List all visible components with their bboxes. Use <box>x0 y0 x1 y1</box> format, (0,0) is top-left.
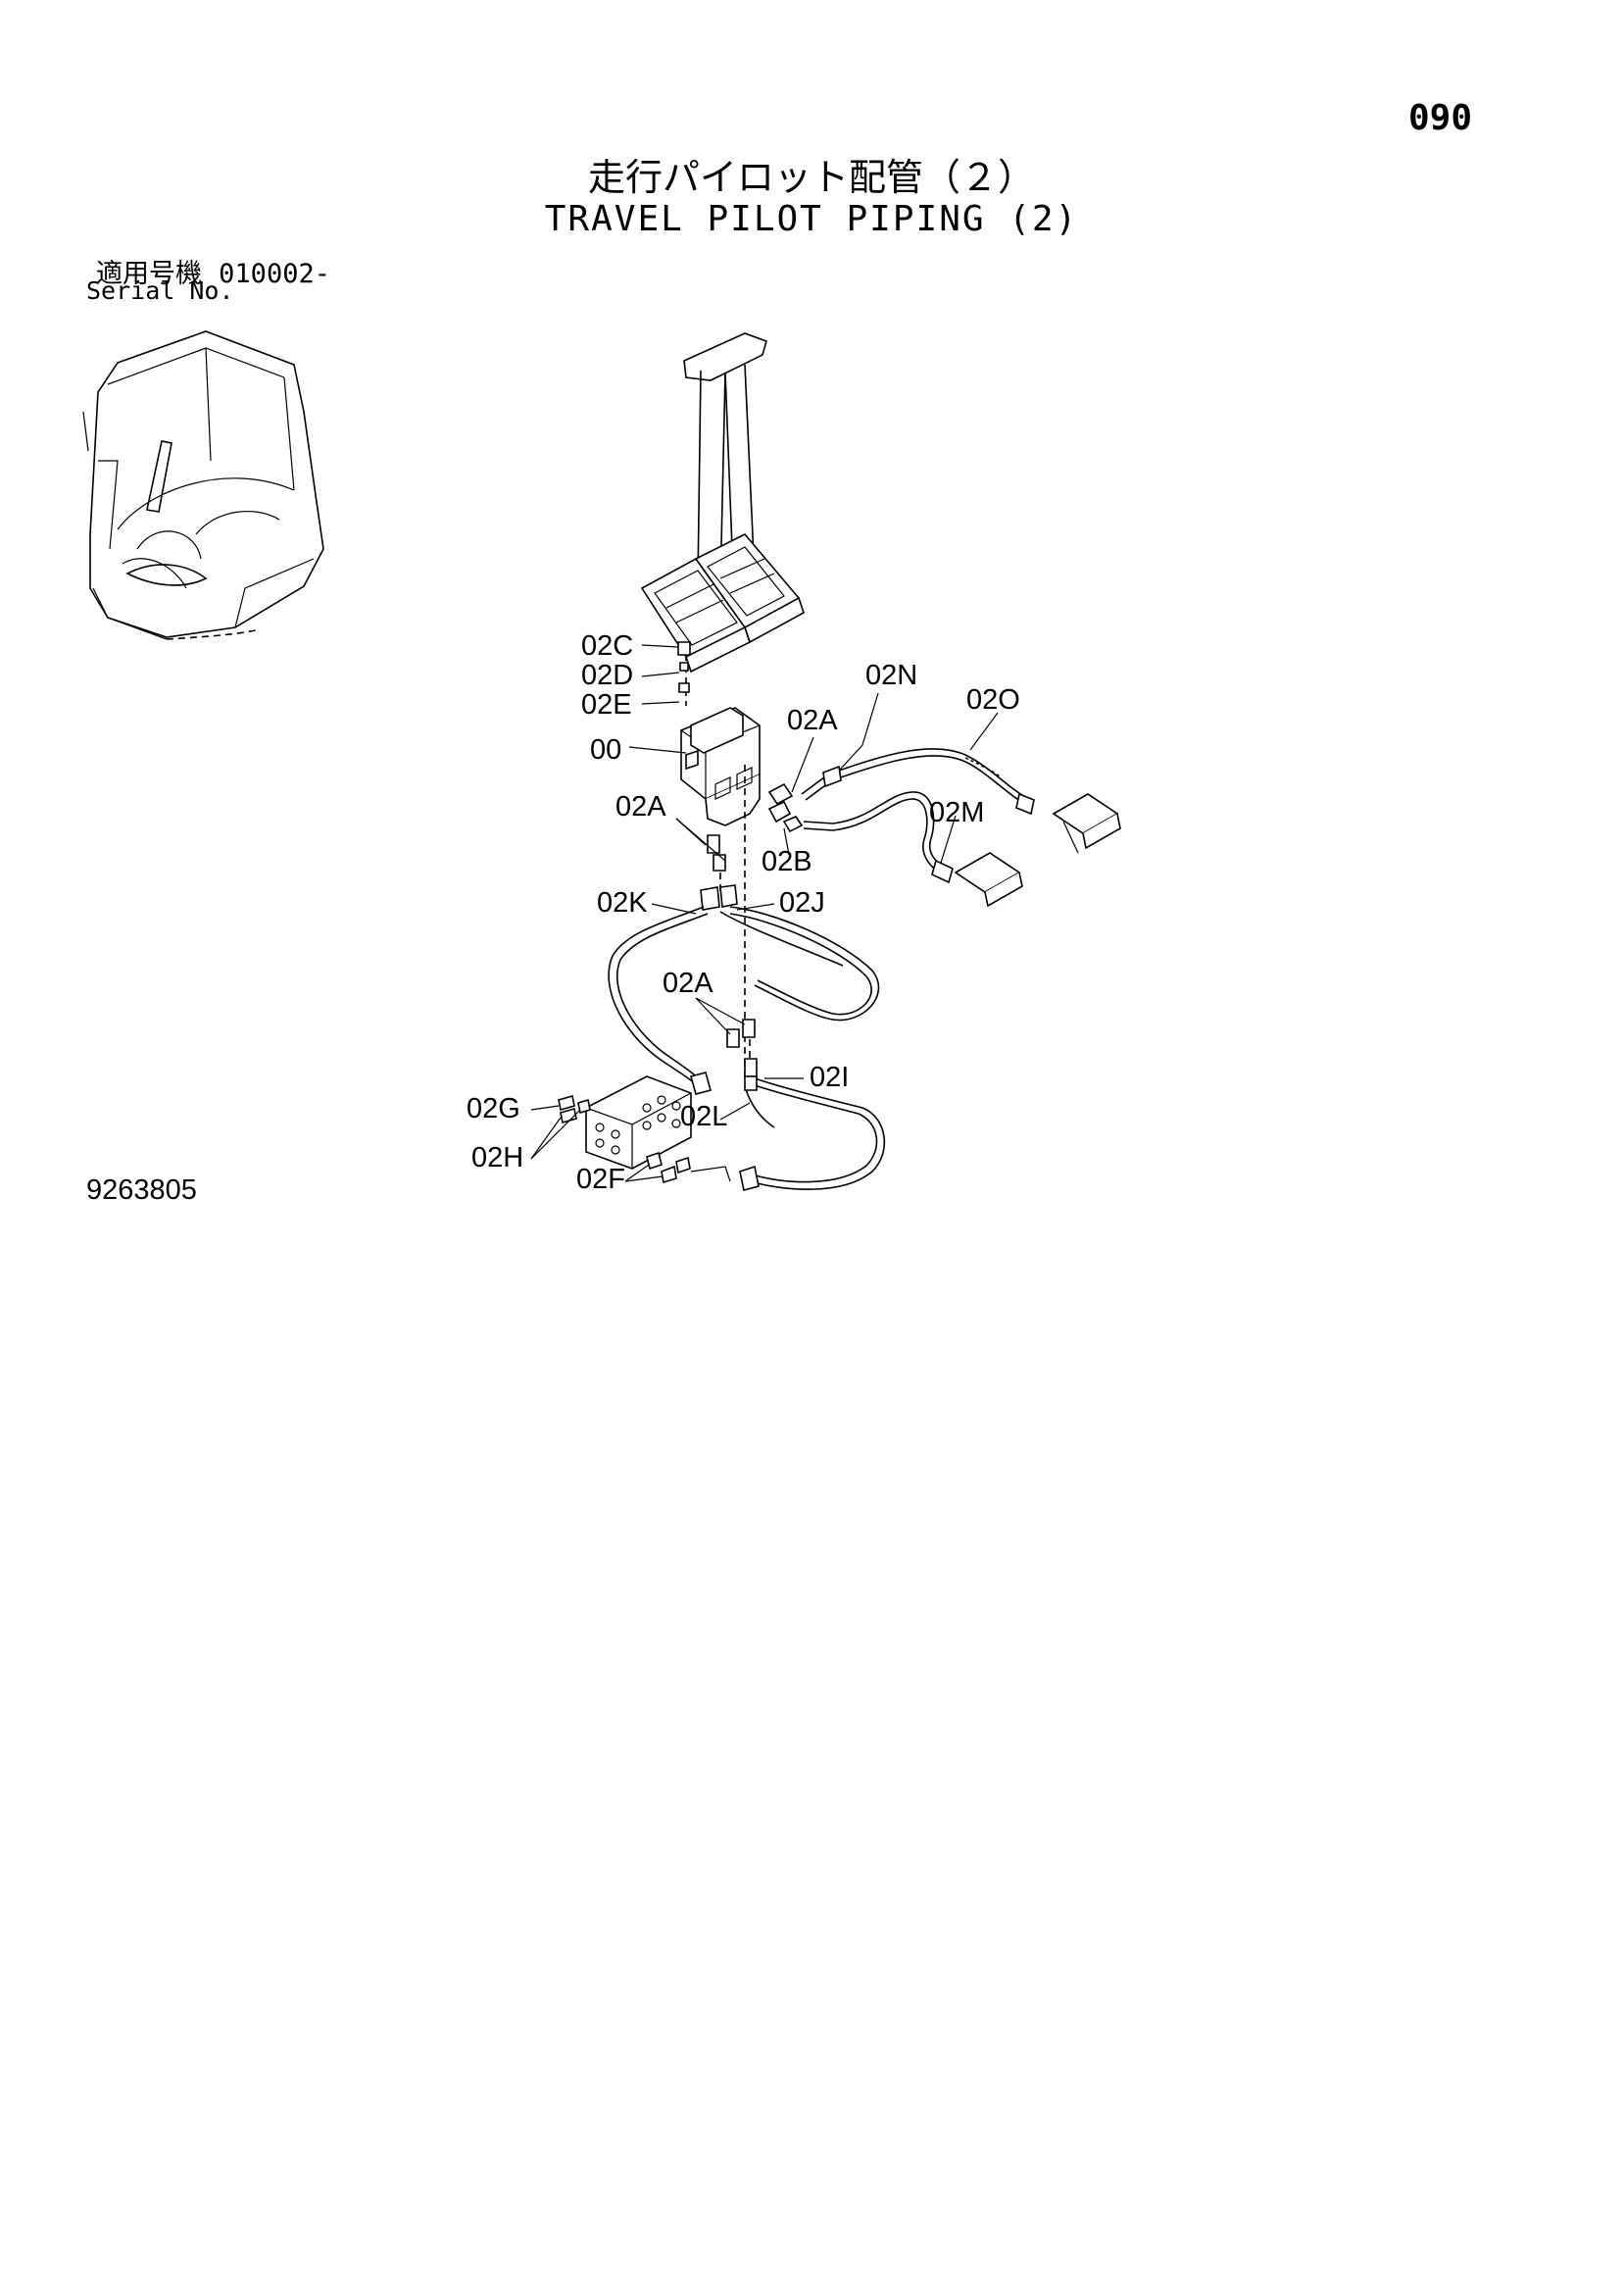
document-number: 9263805 <box>86 1174 197 1206</box>
callout-02G: 02G <box>467 1093 520 1124</box>
callout-02B: 02B <box>762 846 812 877</box>
callout-02H: 02H <box>471 1142 523 1173</box>
callout-02I: 02I <box>810 1062 849 1093</box>
machine-overview-illustration <box>82 330 324 640</box>
serial-label-english: Serial No. <box>86 276 234 305</box>
callout-02M: 02M <box>929 797 984 828</box>
serial-label-japanese: 適用号機 010002- <box>96 252 330 290</box>
callout-02A-upper-right: 02A <box>787 705 838 736</box>
callout-02D: 02D <box>581 660 633 691</box>
callout-02K: 02K <box>597 887 648 919</box>
title-english: TRAVEL PILOT PIPING (2) <box>544 199 1079 239</box>
callout-02A-upper-left: 02A <box>615 791 666 823</box>
serial-range: 010002- <box>219 259 330 289</box>
callout-labels: 02C 02D 02E 00 02N 02O 02A 02A 02B 02M 0… <box>467 630 1020 1195</box>
lower-fittings <box>726 1019 758 1077</box>
pilot-valve <box>677 641 761 826</box>
page-number: 090 <box>1407 98 1472 138</box>
callout-02O: 02O <box>966 684 1020 716</box>
hoses-02I-02L <box>739 1075 886 1191</box>
callout-02A-middle: 02A <box>663 968 713 999</box>
callout-02F: 02F <box>576 1164 625 1195</box>
callout-00: 00 <box>590 734 621 766</box>
hose-02M <box>803 791 1023 908</box>
title-japanese: 走行パイロット配管（２） <box>587 156 1035 199</box>
travel-lever-and-pedals <box>640 332 805 674</box>
callout-02N: 02N <box>865 660 917 691</box>
hoses-02J-02K <box>608 906 880 1095</box>
callout-02J: 02J <box>779 887 825 919</box>
callout-02E: 02E <box>581 689 632 721</box>
leader-lines <box>530 644 999 1182</box>
serial-jp-label: 適用号機 <box>96 259 202 289</box>
callout-02L: 02L <box>680 1101 727 1132</box>
callout-02C: 02C <box>581 630 633 662</box>
manifold-block <box>558 1075 731 1184</box>
hose-02N-02O <box>801 748 1121 854</box>
